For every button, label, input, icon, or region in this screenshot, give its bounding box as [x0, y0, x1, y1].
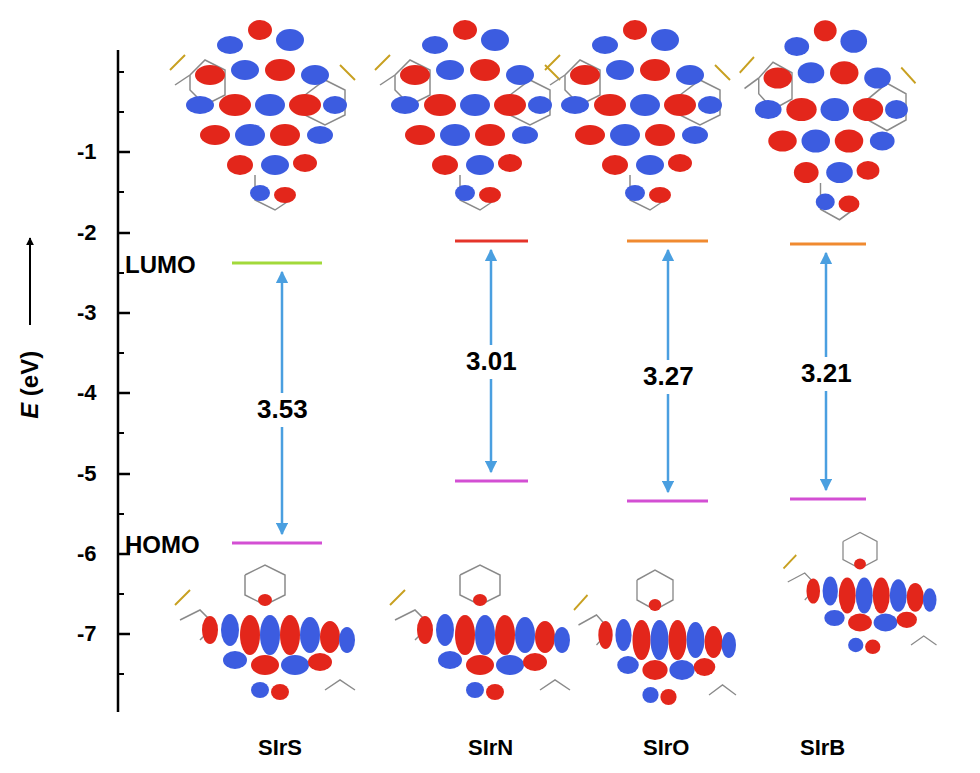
orbital-plots — [170, 20, 937, 705]
compound-name: SIrB — [800, 735, 845, 760]
level-label: LUMO — [125, 251, 196, 279]
gap-value: 3.01 — [463, 345, 520, 379]
compound-name: SIrO — [643, 735, 689, 760]
tick-label: -3 — [77, 300, 97, 325]
energy-axis — [118, 50, 130, 712]
energy-levels — [232, 241, 866, 543]
gap-value: 3.53 — [254, 393, 311, 427]
level-label: HOMO — [125, 531, 200, 559]
tick-label: -7 — [77, 621, 97, 646]
tick-label: -4 — [77, 380, 97, 405]
tick-label: -2 — [77, 220, 97, 245]
axis-title: E (eV) — [0, 371, 64, 399]
axis-arrow — [29, 238, 31, 325]
minor-ticks — [118, 72, 124, 674]
axis-title-text: E (eV) — [16, 351, 44, 419]
compound-name: SIrS — [258, 735, 302, 760]
tick-label: -5 — [77, 461, 97, 486]
gap-value: 3.27 — [640, 360, 697, 394]
gap-arrows — [282, 250, 826, 534]
tick-label: -6 — [77, 541, 97, 566]
compound-name: SIrN — [468, 735, 513, 760]
gap-value: 3.21 — [798, 357, 855, 391]
tick-label: -1 — [77, 139, 97, 164]
